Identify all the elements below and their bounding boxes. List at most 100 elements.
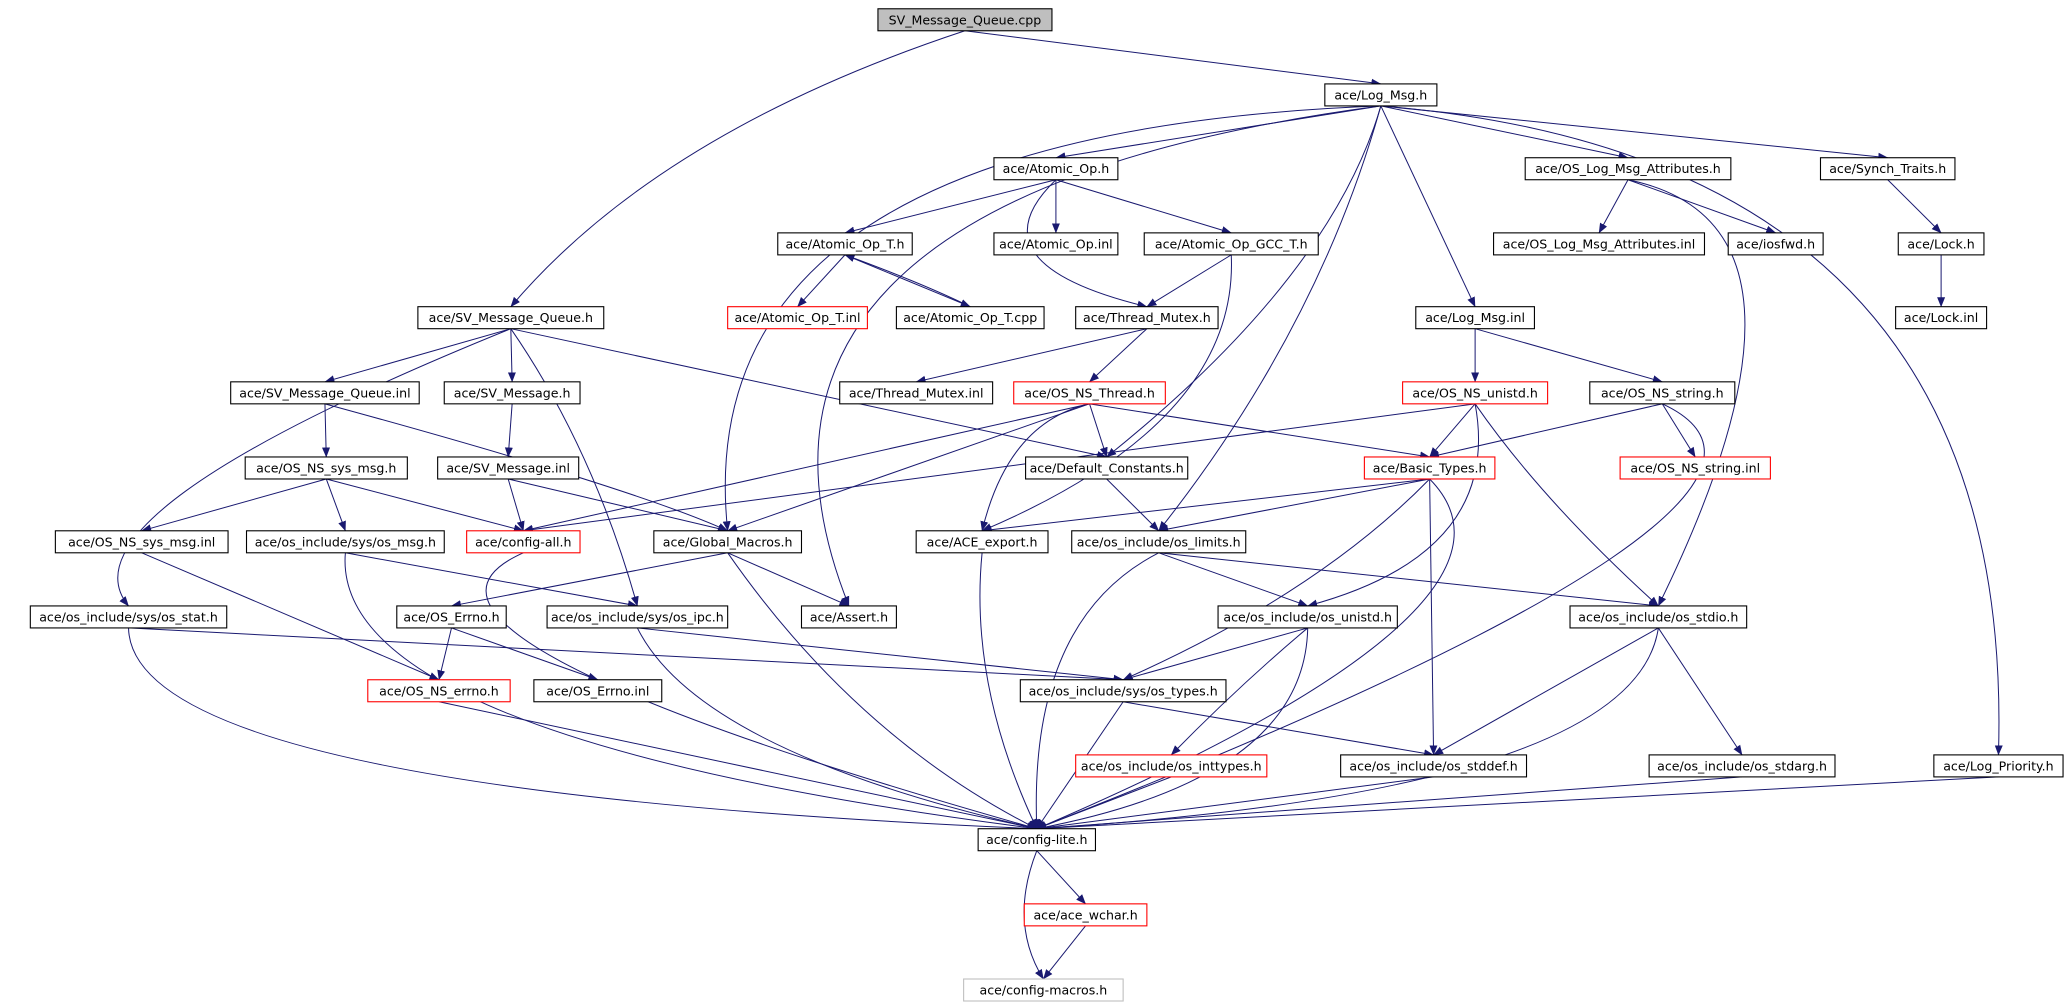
- edge-n31-n37: [727, 552, 850, 607]
- svg-text:ace/Log_Msg.h: ace/Log_Msg.h: [1334, 87, 1427, 102]
- file-nodes: SV_Message_Queue.cpp ace/Log_Msg.h ace/A…: [29, 8, 2064, 1002]
- node-os-errno-inl[interactable]: ace/OS_Errno.inl: [533, 679, 663, 703]
- node-iosfwd-h[interactable]: ace/iosfwd.h: [1727, 232, 1824, 256]
- node-atomic-op-t-cpp[interactable]: ace/Atomic_Op_T.cpp: [895, 306, 1045, 330]
- svg-text:ace/OS_Log_Msg_Attributes.h: ace/OS_Log_Msg_Attributes.h: [1535, 161, 1721, 176]
- node-config-lite-h[interactable]: ace/config-lite.h: [977, 828, 1097, 852]
- node-config-macros-h[interactable]: ace/config-macros.h: [963, 978, 1124, 1002]
- svg-text:ace/ACE_export.h: ace/ACE_export.h: [927, 534, 1038, 549]
- node-lock-h[interactable]: ace/Lock.h: [1897, 232, 1985, 256]
- edge-n1-n15: [1380, 105, 1476, 308]
- edge-n1-n46: [1380, 105, 2003, 756]
- svg-text:ace/os_include/os_stdarg.h: ace/os_include/os_stdarg.h: [1657, 758, 1827, 773]
- node-assert-h[interactable]: ace/Assert.h: [800, 605, 897, 629]
- node-os-ns-unistd-h[interactable]: ace/OS_NS_unistd.h: [1402, 381, 1549, 405]
- edge-n33-n47: [1032, 552, 1159, 830]
- svg-text:ace/os_include/os_unistd.h: ace/os_include/os_unistd.h: [1223, 609, 1392, 624]
- edge-n1-n31: [722, 105, 1381, 532]
- edge-n21-n26: [1429, 403, 1476, 458]
- edge-n39-n47: [1036, 627, 1659, 833]
- node-config-all-h[interactable]: ace/config-all.h: [466, 530, 581, 554]
- edge-n48-n49: [1042, 925, 1086, 980]
- svg-text:ace/config-all.h: ace/config-all.h: [475, 534, 571, 549]
- node-atomic-op-gcc-t-h[interactable]: ace/Atomic_Op_GCC_T.h: [1143, 232, 1319, 256]
- node-os-stat-h[interactable]: ace/os_include/sys/os_stat.h: [29, 605, 228, 629]
- node-os-limits-h[interactable]: ace/os_include/os_limits.h: [1071, 530, 1247, 554]
- node-synch-traits-h[interactable]: ace/Synch_Traits.h: [1819, 157, 1956, 181]
- edge-n26-n32: [981, 478, 1430, 534]
- edge-n4-n10: [1887, 179, 1942, 234]
- node-os-msg-h[interactable]: ace/os_include/sys/os_msg.h: [245, 530, 445, 554]
- node-atomic-op-h[interactable]: ace/Atomic_Op.h: [993, 157, 1119, 181]
- svg-text:ace/config-macros.h: ace/config-macros.h: [979, 982, 1107, 997]
- edge-n0-n11: [510, 30, 966, 308]
- svg-text:ace/Atomic_Op.inl: ace/Atomic_Op.inl: [999, 236, 1113, 251]
- node-thread-mutex-inl[interactable]: ace/Thread_Mutex.inl: [839, 381, 994, 405]
- edge-n18-n24: [504, 403, 513, 458]
- edge-n33-n39: [1158, 552, 1659, 609]
- node-os-ns-sys-msg-inl[interactable]: ace/OS_NS_sys_msg.inl: [54, 530, 229, 554]
- node-lock-inl[interactable]: ace/Lock.inl: [1895, 306, 1988, 330]
- node-basic-types-h[interactable]: ace/Basic_Types.h: [1363, 456, 1496, 480]
- edge-n20-n31: [727, 403, 1090, 532]
- node-os-ns-errno-h[interactable]: ace/OS_NS_errno.h: [367, 679, 511, 703]
- svg-text:ace/SV_Message.h: ace/SV_Message.h: [454, 385, 571, 400]
- node-atomic-op-t-h[interactable]: ace/Atomic_Op_T.h: [777, 232, 913, 256]
- node-sv-message-inl[interactable]: ace/SV_Message.inl: [437, 456, 580, 480]
- edge-n2-n5: [844, 179, 1057, 235]
- edge-n1-n33: [1158, 105, 1382, 532]
- node-default-constants-h[interactable]: ace/Default_Constants.h: [1025, 456, 1189, 480]
- node-os-ns-sys-msg-h[interactable]: ace/OS_NS_sys_msg.h: [244, 456, 408, 480]
- svg-text:ace/Thread_Mutex.inl: ace/Thread_Mutex.inl: [849, 385, 984, 400]
- edge-n36-n47: [636, 627, 1038, 831]
- node-sv-message-queue-h[interactable]: ace/SV_Message_Queue.h: [417, 306, 605, 330]
- svg-text:ace/OS_NS_sys_msg.h: ace/OS_NS_sys_msg.h: [256, 460, 396, 475]
- node-os-ns-string-inl[interactable]: ace/OS_NS_string.inl: [1619, 456, 1771, 480]
- edge-n24-n31: [508, 478, 729, 533]
- edge-n34-n47: [128, 627, 1038, 833]
- node-atomic-op-inl[interactable]: ace/Atomic_Op.inl: [993, 232, 1119, 256]
- node-os-stddef-h[interactable]: ace/os_include/os_stddef.h: [1340, 754, 1528, 778]
- svg-text:ace/OS_Errno.inl: ace/OS_Errno.inl: [546, 683, 649, 698]
- node-os-inttypes-h[interactable]: ace/os_include/os_inttypes.h: [1075, 754, 1268, 778]
- svg-text:ace/os_include/sys/os_stat.h: ace/os_include/sys/os_stat.h: [39, 609, 218, 624]
- node-os-ns-string-h[interactable]: ace/OS_NS_string.h: [1589, 381, 1736, 405]
- node-os-stdio-h[interactable]: ace/os_include/os_stdio.h: [1569, 605, 1748, 629]
- node-sv-message-queue-cpp[interactable]: SV_Message_Queue.cpp: [877, 8, 1053, 32]
- node-os-ipc-h[interactable]: ace/os_include/sys/os_ipc.h: [546, 605, 729, 629]
- node-atomic-op-t-inl[interactable]: ace/Atomic_Op_T.inl: [727, 306, 868, 330]
- svg-text:ace/OS_NS_Thread.h: ace/OS_NS_Thread.h: [1024, 385, 1155, 400]
- edge-n29-n47: [344, 552, 1038, 832]
- node-ace-wchar-h[interactable]: ace/ace_wchar.h: [1023, 903, 1148, 927]
- node-global-macros-h[interactable]: ace/Global_Macros.h: [653, 530, 803, 554]
- edge-n20-n30: [522, 403, 1090, 533]
- node-os-log-msg-attributes-inl[interactable]: ace/OS_Log_Msg_Attributes.inl: [1493, 232, 1706, 256]
- svg-text:ace/Atomic_Op_T.inl: ace/Atomic_Op_T.inl: [735, 310, 861, 325]
- node-ace-export-h[interactable]: ace/ACE_export.h: [915, 530, 1049, 554]
- edge-n11-n34: [117, 328, 512, 607]
- node-os-log-msg-attributes-h[interactable]: ace/OS_Log_Msg_Attributes.h: [1524, 157, 1732, 181]
- svg-text:ace/os_include/os_inttypes.h: ace/os_include/os_inttypes.h: [1081, 758, 1262, 773]
- edge-n20-n32: [980, 403, 1090, 532]
- svg-text:ace/Basic_Types.h: ace/Basic_Types.h: [1373, 460, 1487, 475]
- node-sv-message-h[interactable]: ace/SV_Message.h: [443, 381, 581, 405]
- node-os-errno-h[interactable]: ace/OS_Errno.h: [396, 605, 507, 629]
- edge-n35-n41: [451, 627, 599, 681]
- edge-n0-n1: [964, 30, 1382, 87]
- edge-n43-n47: [1036, 776, 1172, 830]
- svg-text:ace/OS_NS_string.h: ace/OS_NS_string.h: [1601, 385, 1724, 400]
- node-os-types-h[interactable]: ace/os_include/sys/os_types.h: [1019, 679, 1227, 703]
- node-log-msg-h[interactable]: ace/Log_Msg.h: [1324, 83, 1438, 107]
- node-os-unistd-h[interactable]: ace/os_include/os_unistd.h: [1217, 605, 1398, 629]
- edge-n1-n2: [1055, 105, 1381, 161]
- edge-n1-n25: [1106, 105, 1382, 458]
- edge-n1-n4: [1380, 105, 1889, 161]
- node-log-msg-inl[interactable]: ace/Log_Msg.inl: [1415, 306, 1535, 330]
- node-sv-message-queue-inl[interactable]: ace/SV_Message_Queue.inl: [230, 381, 420, 405]
- node-log-priority-h[interactable]: ace/Log_Priority.h: [1933, 754, 2064, 778]
- node-os-stdarg-h[interactable]: ace/os_include/os_stdarg.h: [1648, 754, 1836, 778]
- svg-text:SV_Message_Queue.cpp: SV_Message_Queue.cpp: [889, 12, 1042, 27]
- node-thread-mutex-h[interactable]: ace/Thread_Mutex.h: [1075, 306, 1219, 330]
- node-os-ns-thread-h[interactable]: ace/OS_NS_Thread.h: [1013, 381, 1166, 405]
- edge-n11-n17: [324, 328, 511, 384]
